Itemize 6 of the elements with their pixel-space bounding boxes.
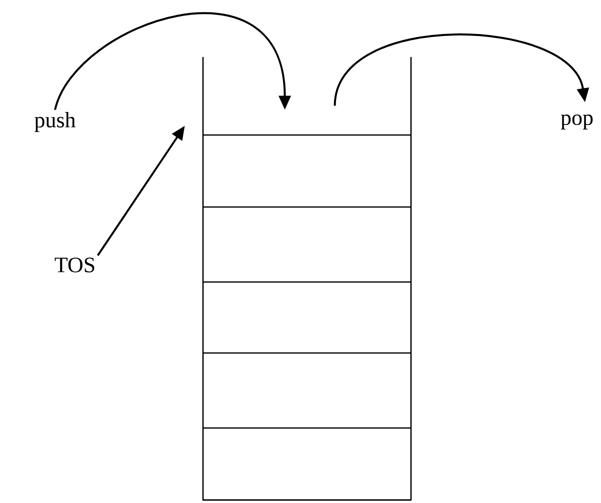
label-text: push [34, 112, 76, 132]
arrow [54, 12, 292, 110]
stack-drawing [202, 57, 412, 501]
label-text: pop [560, 114, 593, 130]
label-text: TOS [54, 258, 94, 272]
arrow [334, 34, 590, 106]
